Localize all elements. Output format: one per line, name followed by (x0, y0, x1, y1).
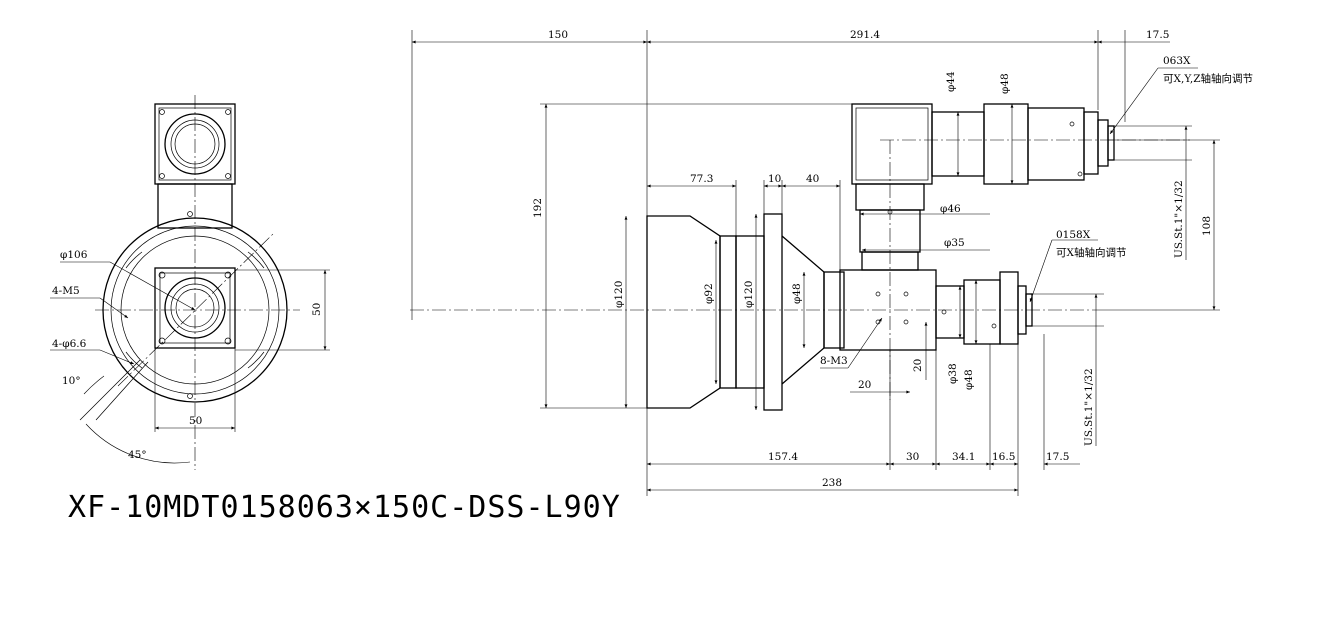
lens-0158-note: 可X轴轴向调节 (1056, 246, 1126, 259)
dim-10-label: 10 (768, 173, 781, 185)
angle-45-label: 45° (128, 449, 147, 461)
side-view: 150 291.4 17.5 063X 可X,Y,Z轴轴向调节 192 77.3… (410, 29, 1253, 496)
part-number-title: XF-10MDT0158063×150C-DSS-L90Y (68, 490, 621, 525)
dim-106-label: φ106 (60, 249, 88, 261)
dim-175-top-label: 17.5 (1146, 29, 1169, 41)
angle-10-label: 10° (62, 375, 81, 387)
dia-35-label: φ35 (944, 237, 965, 249)
dim-30-label: 30 (906, 451, 919, 463)
dim-2914-label: 291.4 (850, 29, 880, 41)
m5-label: 4-M5 (52, 285, 80, 297)
front-view: φ106 4-M5 4-φ6.6 10° 45° 50 50 (50, 95, 330, 470)
m3-label: 8-M3 (820, 355, 848, 367)
top-prism-box (851, 103, 933, 185)
dim-773-label: 77.3 (690, 173, 713, 185)
dim-238-label: 238 (822, 477, 842, 489)
dia-48-mid-label: φ48 (791, 283, 803, 304)
lens-0158-code: 0158X (1056, 229, 1091, 241)
dia-44-label: φ44 (945, 71, 957, 92)
thread-low-label: US.St.1"×1/32 (1083, 368, 1095, 446)
dim-1574-label: 157.4 (768, 451, 798, 463)
front-objective-body (646, 215, 721, 409)
dia-120-a-label: φ120 (613, 281, 625, 308)
dim-50-h-label: 50 (189, 415, 202, 427)
dim-150-label: 150 (548, 29, 568, 41)
dia-46-label: φ46 (940, 203, 961, 215)
dia-92-label: φ92 (703, 283, 715, 304)
dim-108-label: 108 (1201, 216, 1213, 236)
dim-20-v-label: 20 (912, 359, 924, 372)
dim-192-label: 192 (532, 198, 544, 218)
dia-48-top-label: φ48 (999, 73, 1011, 94)
dim-20-h-label: 20 (858, 379, 871, 391)
dia-48-low-label: φ48 (963, 369, 975, 390)
dim-165-label: 16.5 (992, 451, 1015, 463)
dim-341-label: 34.1 (952, 451, 975, 463)
dim-50-v-label: 50 (311, 303, 323, 316)
thread-top-label: US.St.1"×1/32 (1173, 180, 1185, 258)
lens-063-note: 可X,Y,Z轴轴向调节 (1163, 72, 1253, 85)
dim-175-bottom-label: 17.5 (1046, 451, 1069, 463)
dia-120-b-label: φ120 (743, 281, 755, 308)
hole-66-label: 4-φ6.6 (52, 338, 87, 350)
dia-38-label: φ38 (947, 363, 959, 384)
lens-063-code: 063X (1163, 55, 1191, 67)
dim-40-label: 40 (806, 173, 819, 185)
